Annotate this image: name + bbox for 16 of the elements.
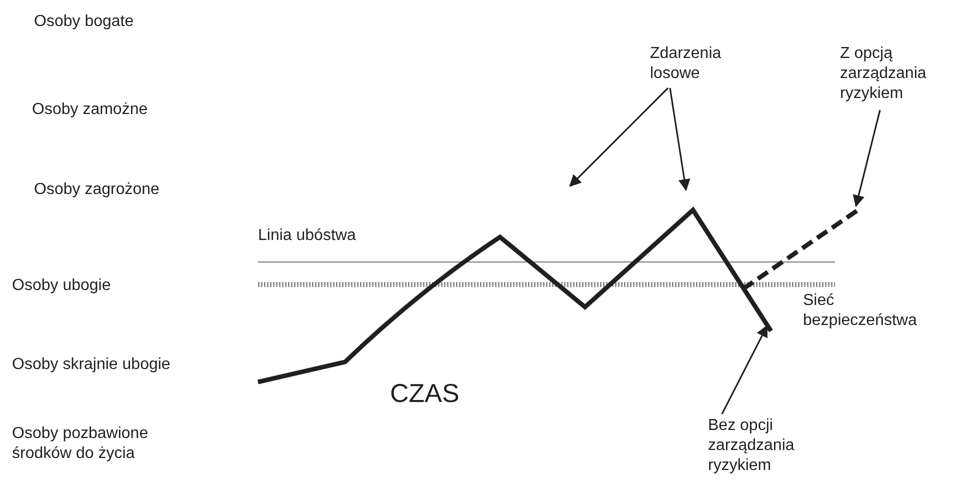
level-label: Osoby bogate (34, 12, 135, 32)
line-label: Linia ubóstwa (258, 226, 357, 246)
annotation-text: Zdarzenia losowe (650, 44, 750, 84)
leader-arrow (569, 87, 669, 187)
level-label: Osoby ubogie (12, 276, 112, 296)
level-label: Osoby pozbawione środków do życia (12, 424, 150, 464)
level-label: Osoby zamożne (32, 100, 149, 120)
annotation-text: Z opcją zarządzania ryzykiem (840, 44, 940, 104)
leader-arrow (852, 110, 881, 208)
leader-arrow (721, 324, 768, 414)
annotation-text: Bez opcji zarządzania ryzykiem (708, 416, 808, 476)
axis-label: CZAS (390, 378, 460, 408)
level-label: Osoby skrajnie ubogie (12, 355, 172, 375)
line-label: Sieć bezpieczeństwa (803, 291, 918, 331)
level-label: Osoby zagrożone (34, 180, 160, 200)
leader-arrow (669, 88, 690, 192)
